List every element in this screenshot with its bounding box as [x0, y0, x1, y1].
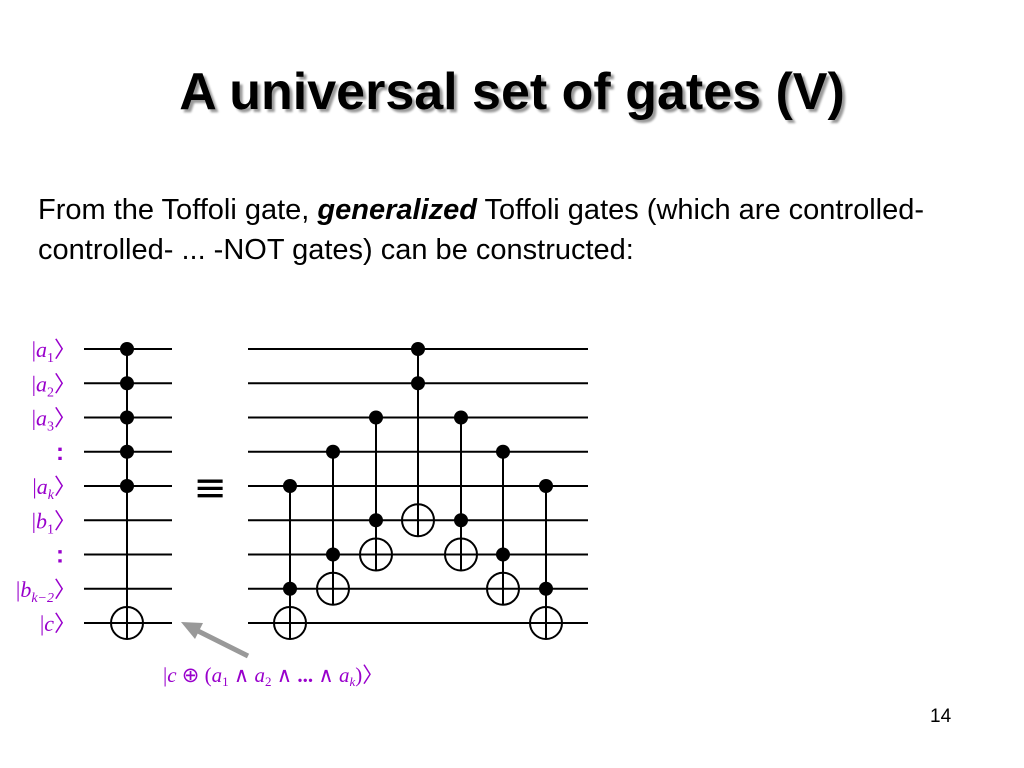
target-xor [273, 606, 307, 640]
ket-label: |a3〉 [32, 406, 76, 435]
output-label: |c ⊕ (a1 ∧ a2 ∧ ... ∧ ak)〉 [163, 663, 383, 689]
left-circuit [84, 342, 172, 640]
target-xor [316, 571, 350, 606]
slide-number: 14 [930, 706, 952, 727]
ket-label: |ak〉 [32, 474, 76, 503]
target-xor [444, 537, 478, 572]
output-arrow-shaft [194, 627, 250, 659]
control-dot [496, 444, 510, 459]
equivalence-symbol: ≡ [193, 465, 227, 511]
target-xor [110, 606, 144, 640]
control-dot [120, 376, 134, 391]
intro-text-end: Toffoli gates (which are controlled-cont… [38, 194, 925, 266]
ellipsis-label: : [56, 439, 64, 466]
control-dot [326, 444, 340, 459]
right-circuit [248, 342, 588, 640]
target-xor [359, 537, 393, 572]
input-labels: |a1〉 |a2〉 |a3〉: |ak〉 |b1〉: |bk−2〉 |c〉 [16, 337, 76, 636]
ket-label: |b1〉 [32, 508, 76, 537]
control-dot [120, 410, 134, 425]
control-dot [411, 342, 425, 356]
control-dot [326, 547, 340, 562]
intro-text: From the Toffoli gate, generalized Toffo… [38, 190, 998, 270]
target-xor [486, 571, 520, 606]
ket-label: |c〉 [40, 611, 76, 636]
control-dot [120, 479, 134, 493]
target-xor [529, 606, 563, 640]
target-xor [401, 503, 435, 538]
intro-emphasis: generalized [317, 194, 477, 226]
control-dot [369, 513, 383, 528]
control-dot [454, 410, 468, 425]
slide-title: A universal set of gates (V) [179, 63, 845, 121]
ket-label: |a1〉 [32, 337, 76, 366]
control-dot [539, 581, 553, 596]
control-dot [283, 479, 297, 493]
output-arrow-head [181, 622, 203, 639]
control-dot [283, 581, 297, 596]
ellipsis-label: : [56, 542, 64, 569]
control-dot [411, 376, 425, 391]
ket-label: |bk−2〉 [16, 577, 76, 606]
control-dot [369, 410, 383, 425]
control-dot [539, 479, 553, 493]
ket-label: |a2〉 [32, 371, 76, 400]
control-dot [120, 342, 134, 356]
control-dot [454, 513, 468, 528]
control-dot [120, 444, 134, 459]
intro-text-start: From the Toffoli gate, [38, 194, 318, 226]
output-arrow [181, 622, 250, 659]
control-dot [496, 547, 510, 562]
